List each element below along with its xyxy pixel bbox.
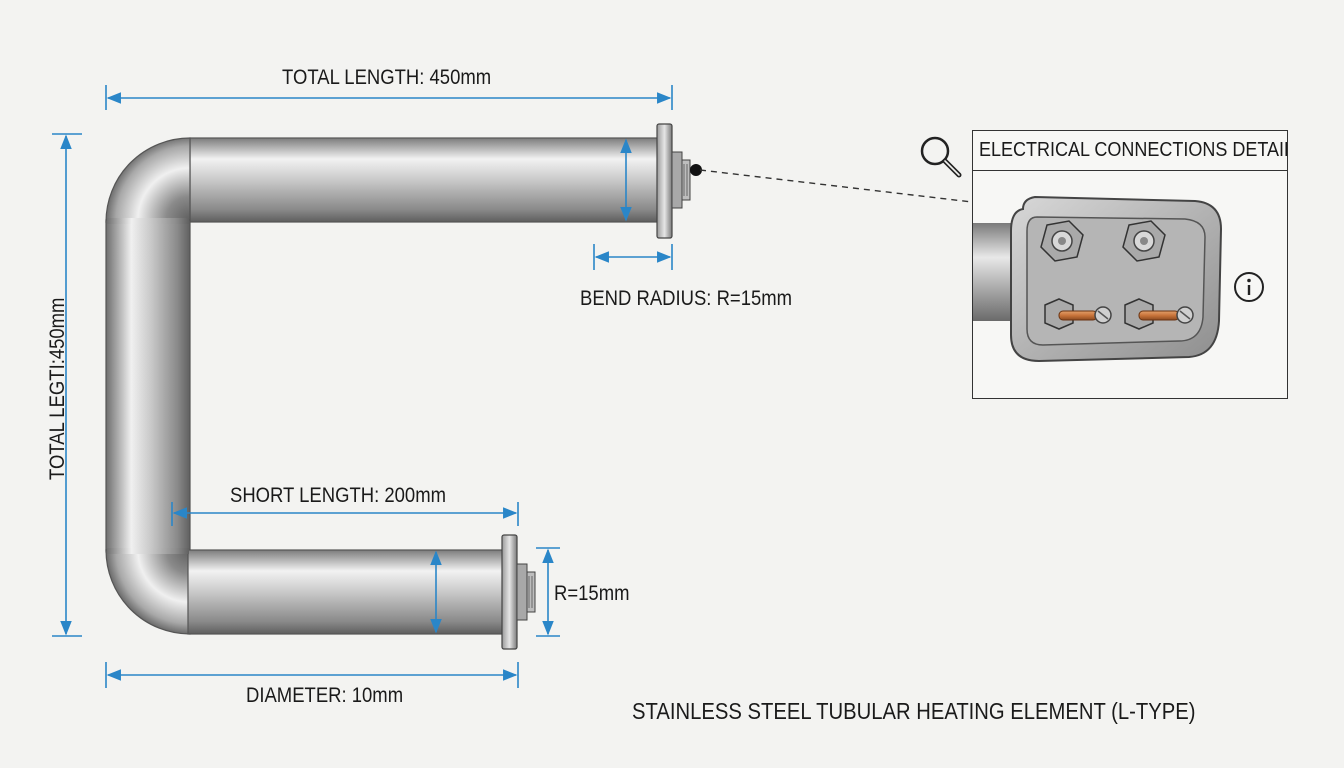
terminal-wire-1	[1044, 298, 1112, 330]
detail-tube-stub	[973, 223, 1013, 321]
terminal-nut-1	[1040, 220, 1084, 262]
bottom-terminal-flange	[501, 534, 536, 650]
dimension-lines	[52, 85, 673, 688]
tube-top-bend	[105, 137, 191, 223]
tube-bottom-section	[187, 549, 504, 635]
label-total-length-top: TOTAL LENGTH: 450mm	[282, 66, 492, 89]
detail-title-bar: ELECTRICAL CONNECTIONS DETAIL	[973, 131, 1287, 171]
callout-leader	[699, 169, 973, 203]
label-diameter: DIAMETER: 10mm	[246, 684, 404, 707]
terminal-box-illustration	[973, 195, 1223, 363]
tube-vertical-section	[105, 219, 191, 553]
tube-bottom-bend	[105, 549, 191, 635]
tube-top-section	[189, 137, 661, 223]
terminal-nut-2	[1122, 220, 1166, 262]
label-short-length: SHORT LENGTH: 200mm	[230, 484, 446, 507]
label-radius-small: R=15mm	[554, 582, 630, 605]
diagram-caption: STAINLESS STEEL TUBULAR HEATING ELEMENT …	[632, 698, 1196, 724]
info-icon[interactable]	[1232, 270, 1266, 304]
label-bend-radius: BEND RADIUS: R=15mm	[580, 287, 793, 310]
callout-dot	[690, 164, 702, 176]
detail-title: ELECTRICAL CONNECTIONS DETAIL	[979, 139, 1288, 161]
electrical-connections-detail-panel: ELECTRICAL CONNECTIONS DETAIL	[972, 130, 1288, 399]
magnifier-icon[interactable]	[917, 133, 965, 181]
label-total-length-left: TOTAL LEGTI:450mm	[46, 297, 69, 480]
top-terminal-flange	[656, 123, 691, 239]
terminal-wire-2	[1124, 298, 1194, 330]
